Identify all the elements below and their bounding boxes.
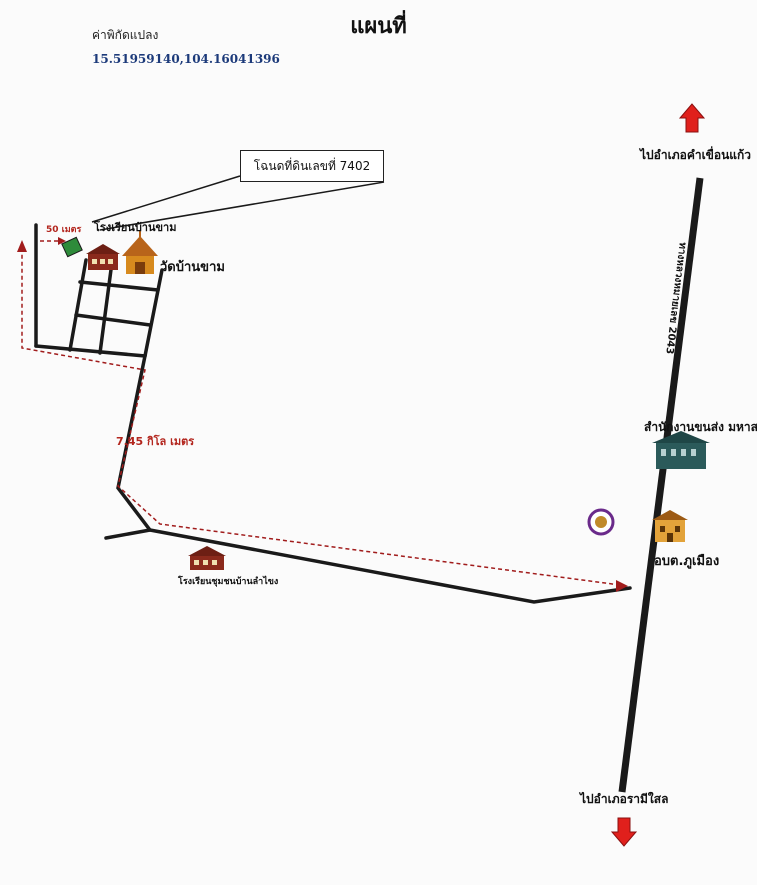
route-arrow-right [58, 237, 66, 245]
route-path [21, 240, 621, 586]
distance-short-label: 50 เมตร [46, 225, 82, 235]
school-bottom-label: โรงเรียนชุมชนบ้านลำไขง [178, 577, 279, 587]
temple-icon [122, 230, 158, 274]
temple-label: วัดบ้านขาม [160, 260, 225, 275]
local-roads [34, 223, 632, 604]
office-label: สำนักงานขนส่ง มหาสารคาม [644, 420, 757, 434]
page-title: แผนที่ [350, 14, 407, 39]
south-arrow-icon [610, 817, 638, 847]
office-building-icon [652, 431, 710, 469]
deed-pointer-line [99, 181, 385, 231]
tambon-building-icon [652, 510, 688, 542]
route-arrow-up [17, 240, 27, 252]
school-bottom-icon [188, 546, 226, 570]
deed-number-box: โฉนดที่ดินเลขที่ 7402 [240, 150, 384, 182]
coordinate-value: 15.51959140,104.16041396 [92, 52, 280, 66]
seal-icon [587, 508, 615, 536]
north-direction-label: ไปอำเภอคำเขื่อนแก้ว [640, 148, 752, 162]
south-direction-label: ไปอำเภอรามีใสล [580, 792, 669, 806]
route-arrow-end [616, 580, 628, 592]
school-top-label: โรงเรียนบ้านขาม [94, 221, 177, 234]
tambon-label: อบต.ภูเมือง [654, 554, 720, 569]
distance-long-label: 7.45 กิโล เมตร [116, 435, 195, 448]
coordinate-label: ค่าพิกัดแปลง [92, 28, 159, 42]
main-highway [618, 177, 704, 793]
school-top-icon [86, 244, 120, 270]
deed-pointer-line [91, 175, 241, 223]
north-arrow-icon [678, 103, 706, 133]
plot-marker [61, 236, 83, 258]
